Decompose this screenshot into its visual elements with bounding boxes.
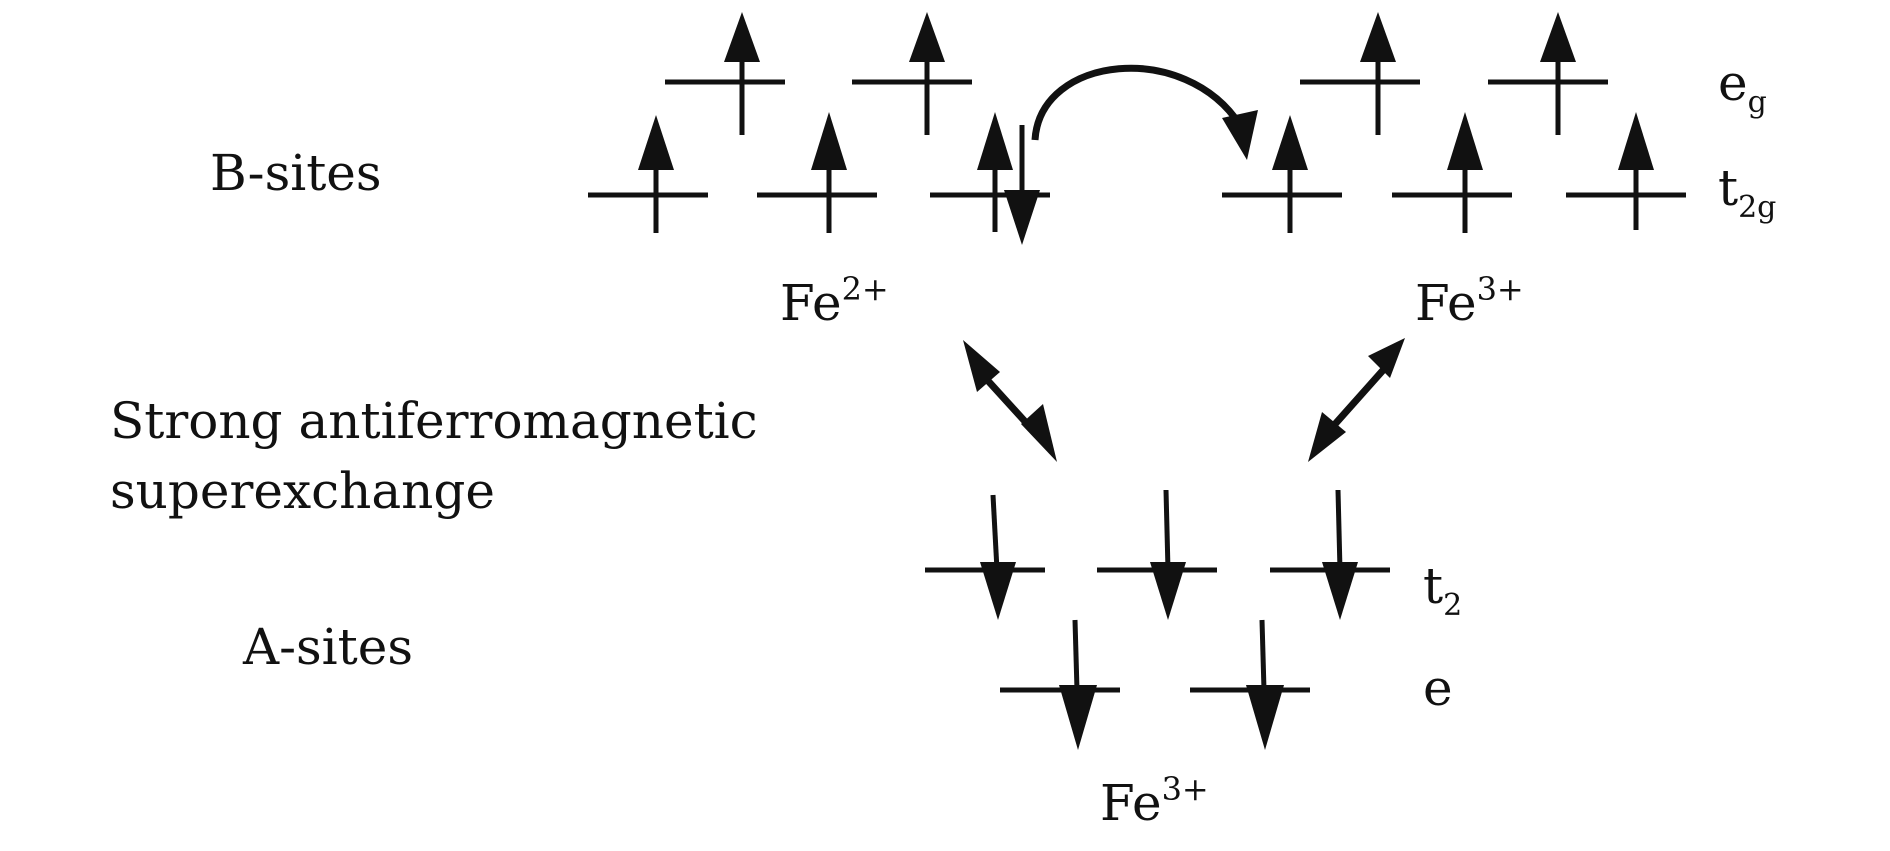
electron-hop-arrowhead	[1222, 110, 1258, 160]
electron-hop-arrow	[1031, 64, 1243, 141]
orbital-eg-2	[1488, 12, 1608, 135]
orbital-t2g-1	[588, 115, 708, 233]
orbital-t2g-3	[1566, 112, 1686, 230]
orbital-t2-3	[1270, 489, 1390, 620]
superexchange-label-line1: Strong antiferromagnetic	[110, 392, 758, 450]
eg-label: eg	[1718, 54, 1767, 120]
orbital-t2-2	[1097, 489, 1217, 620]
orbital-eg-1	[665, 12, 785, 135]
orbital-eg-2	[852, 12, 972, 135]
orbital-t2g-3-paired	[930, 112, 1050, 245]
fe3-a-site-orbitals	[925, 489, 1390, 750]
fe3-b-ion-label: Fe3+	[1415, 270, 1524, 332]
t2-label: t2	[1423, 557, 1462, 623]
orbital-e-2	[1190, 619, 1310, 750]
a-sites-label: A-sites	[242, 618, 413, 676]
fe3-a-ion-label: Fe3+	[1100, 770, 1209, 832]
t2g-label: t2g	[1718, 159, 1776, 225]
superexchange-arrow-right	[1308, 338, 1405, 462]
orbital-t2g-2	[757, 112, 877, 233]
orbital-eg-1	[1300, 12, 1420, 135]
superexchange-label-line2: superexchange	[110, 462, 495, 520]
superexchange-arrow-left	[963, 340, 1057, 462]
orbital-e-1	[1000, 619, 1120, 750]
orbital-t2-1	[925, 494, 1045, 620]
e-level-label: e	[1423, 659, 1453, 717]
fe3-b-site-orbitals	[1222, 12, 1686, 233]
fe2-ion-label: Fe2+	[780, 270, 889, 332]
orbital-t2g-2	[1392, 112, 1512, 233]
fe2-b-site-orbitals	[588, 12, 1050, 245]
orbital-t2g-1	[1222, 115, 1342, 233]
b-sites-label: B-sites	[210, 144, 382, 202]
